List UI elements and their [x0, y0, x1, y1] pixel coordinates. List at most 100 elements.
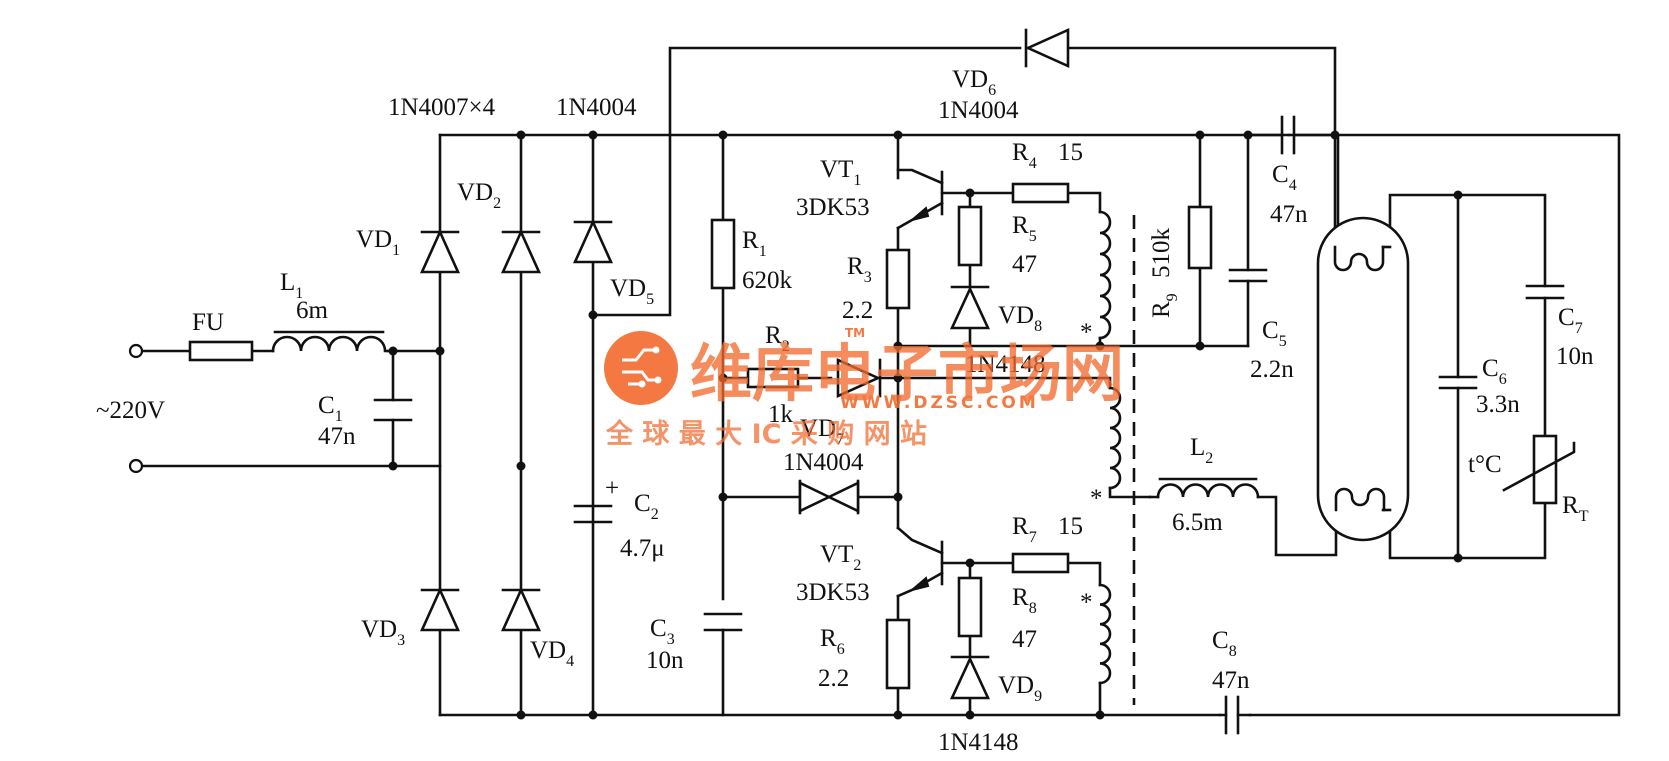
- c7-value: 10n: [1556, 343, 1594, 370]
- c5-sub: 5: [1279, 333, 1287, 350]
- capacitor-c5: C5 2.2n: [1228, 268, 1294, 383]
- c4-name: C: [1272, 161, 1289, 188]
- c6-value: 3.3n: [1476, 391, 1520, 418]
- r6-sub: 6: [837, 641, 845, 658]
- c7-name: C: [1558, 304, 1575, 331]
- r7-sub: 7: [1029, 529, 1037, 546]
- svg-text:VT2: VT2: [820, 541, 861, 574]
- vd5-sub: 5: [646, 291, 654, 308]
- transformer-winding-1: *: [1080, 210, 1112, 346]
- resistor-r3: R3 2.2: [842, 248, 911, 324]
- vd3-sub: 3: [397, 632, 405, 649]
- vt2-name: VT: [820, 541, 853, 568]
- c6-sub: 6: [1499, 371, 1507, 388]
- transformer-winding-3: *: [1080, 583, 1112, 685]
- r1-value: 620k: [742, 267, 793, 294]
- c3-name: C: [650, 615, 667, 642]
- svg-text:R1: R1: [742, 227, 767, 260]
- c1-sub: 1: [335, 408, 343, 425]
- resistor-r7: R7 15: [1011, 513, 1083, 574]
- svg-text:C6: C6: [1482, 355, 1507, 388]
- resistor-r2: R2 1k: [746, 322, 800, 428]
- vd8-name: VD: [998, 302, 1034, 329]
- capacitor-c8: C8 47n: [1212, 627, 1250, 735]
- vt1-name: VT: [820, 156, 853, 183]
- watermark-tm: TM: [845, 326, 865, 340]
- c6-name: C: [1482, 355, 1499, 382]
- diode-vd3: VD3: [361, 586, 461, 649]
- r2-sub: 2: [782, 338, 790, 355]
- c1-value: 47n: [318, 423, 356, 450]
- c3-sub: 3: [667, 631, 675, 648]
- transistor-vt1: VT1 3DK53: [796, 156, 944, 230]
- ac-terminal-line: [128, 343, 144, 359]
- vd6-name: VD: [952, 66, 988, 93]
- vd7-sub: 7: [836, 431, 844, 448]
- resistor-r4: R4 15: [1011, 139, 1083, 204]
- svg-text:VD7: VD7: [800, 415, 844, 448]
- vd9-name: VD: [998, 672, 1034, 699]
- vd4-sub: 4: [566, 653, 574, 670]
- r3-value: 2.2: [842, 297, 873, 324]
- l2-sub: 2: [1205, 450, 1213, 467]
- inductor-l2: L2 6.5m: [1156, 434, 1260, 536]
- bridge-part-label: 1N4007×4: [388, 94, 496, 121]
- capacitor-c6: C6 3.3n: [1438, 355, 1520, 418]
- svg-text:L2: L2: [1190, 434, 1213, 467]
- svg-text:VD3: VD3: [361, 616, 405, 649]
- diode-vd6: VD6 1N4004: [938, 27, 1070, 124]
- r8-value: 47: [1012, 626, 1037, 653]
- r5-name: R: [1012, 212, 1029, 239]
- resistor-r1: R1 620k: [710, 218, 793, 294]
- fuse-fu: FU: [188, 309, 254, 362]
- svg-text:C4: C4: [1272, 161, 1297, 194]
- r3-sub: 3: [864, 269, 872, 286]
- r9-name: R: [1148, 301, 1175, 318]
- primary-mark: *: [1090, 485, 1103, 512]
- vd8-sub: 8: [1034, 318, 1042, 335]
- thermistor-rt: t°C RT: [1468, 434, 1589, 525]
- r2-name: R: [765, 322, 782, 349]
- r4-name: R: [1012, 139, 1029, 166]
- watermark-logo-icon: [604, 331, 678, 405]
- svg-text:VD4: VD4: [530, 637, 574, 670]
- watermark-brand: 维库电子市场网: [690, 337, 1124, 410]
- watermark-url: WWW.DZSC.COM: [840, 393, 1039, 413]
- svg-text:C7: C7: [1558, 304, 1583, 337]
- diode-vd8: VD8 1N4148: [949, 285, 1046, 378]
- c8-value: 47n: [1212, 667, 1250, 694]
- diode-vd5: 1N4004 VD5: [556, 94, 654, 308]
- l1-name: L: [280, 269, 295, 296]
- diode-vd2: VD2: [457, 179, 542, 274]
- watermark: 维库电子市场网 TM WWW.DZSC.COM 全 球 最 大 IC 采 购 网…: [604, 326, 1124, 450]
- svg-text:VD8: VD8: [998, 302, 1042, 335]
- r7-value: 15: [1058, 513, 1083, 540]
- svg-text:R4: R4: [1012, 139, 1037, 172]
- c2-name: C: [634, 490, 651, 517]
- vd2-sub: 2: [493, 195, 501, 212]
- svg-text:R9: R9: [1148, 293, 1181, 318]
- r9-sub: 9: [1164, 293, 1181, 301]
- svg-text:VT1: VT1: [820, 156, 861, 189]
- svg-text:R8: R8: [1012, 584, 1037, 617]
- c5-name: C: [1262, 317, 1279, 344]
- capacitor-c4: C4 47n: [1270, 115, 1308, 228]
- svg-text:R5: R5: [1012, 212, 1037, 245]
- r1-name: R: [742, 227, 759, 254]
- transformer-primary: *: [1090, 386, 1122, 512]
- svg-text:VD5: VD5: [610, 275, 654, 308]
- svg-text:C2: C2: [634, 490, 659, 523]
- svg-text:C5: C5: [1262, 317, 1287, 350]
- r4-sub: 4: [1029, 155, 1037, 172]
- r6-value: 2.2: [818, 665, 849, 692]
- svg-text:VD1: VD1: [356, 226, 400, 259]
- svg-text:VD6: VD6: [952, 66, 996, 99]
- capacitor-c7: C7 10n: [1525, 284, 1594, 370]
- svg-text:R2: R2: [765, 322, 790, 355]
- vt1-part: 3DK53: [796, 194, 870, 221]
- watermark-slogan: 全 球 最 大 IC 采 购 网 站: [605, 418, 927, 450]
- fuse-label: FU: [192, 309, 224, 336]
- source-label: ~220V: [96, 397, 165, 424]
- junction-dots: [388, 130, 1463, 720]
- c4-value: 47n: [1270, 201, 1308, 228]
